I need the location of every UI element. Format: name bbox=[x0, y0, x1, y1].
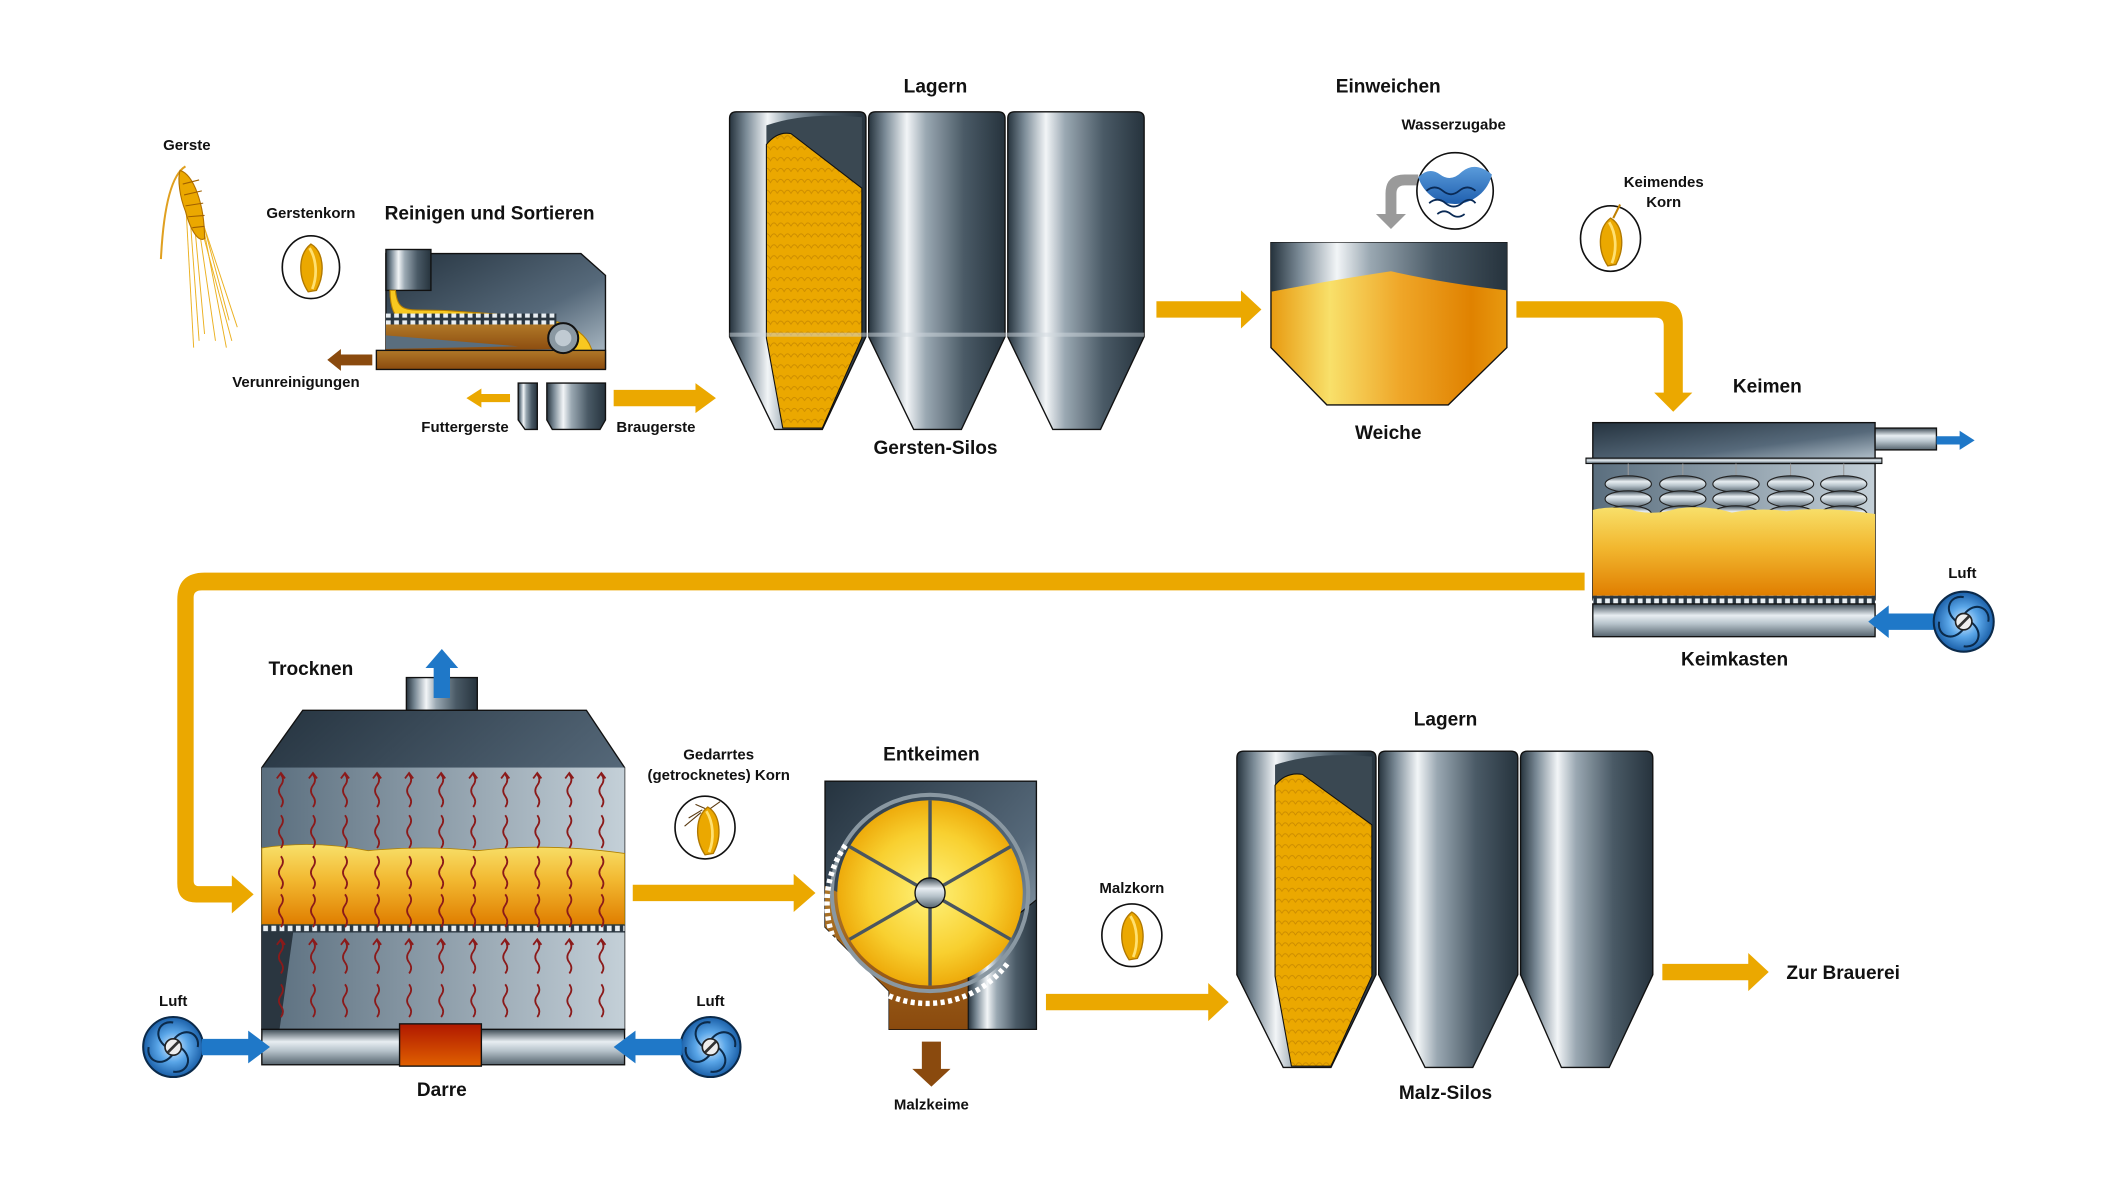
luft-right-label: Luft bbox=[696, 993, 724, 1010]
fan-icon bbox=[141, 1015, 205, 1079]
weiche-label: Weiche bbox=[1355, 423, 1421, 444]
lagern2-label: Lagern bbox=[1414, 709, 1478, 730]
gedarrtes-label-2: (getrocknetes) Korn bbox=[647, 767, 789, 784]
malzkorn-label: Malzkorn bbox=[1099, 880, 1164, 897]
malzkeime-label: Malzkeime bbox=[894, 1097, 969, 1114]
silo-1 bbox=[728, 111, 867, 431]
flow-arrow-to-malt-silos bbox=[1045, 982, 1229, 1022]
burner bbox=[398, 1023, 483, 1067]
silo-2 bbox=[867, 111, 1006, 431]
fan-icon bbox=[1932, 590, 1996, 654]
futtergerste-label: Futtergerste bbox=[421, 419, 508, 436]
kiln: Trocknen Darre Luft Luft bbox=[141, 648, 742, 1101]
germinating-grain-icon bbox=[1599, 216, 1624, 268]
gersten-silos-label: Gersten-Silos bbox=[873, 438, 997, 459]
fan-icon bbox=[679, 1015, 742, 1079]
malt-silos: Lagern Malz-Silos bbox=[1236, 709, 1654, 1104]
germination-box: Keimen Keimkasten Luft bbox=[1585, 377, 1996, 670]
malt-grain-icon bbox=[1120, 910, 1145, 962]
keimen-label: Keimen bbox=[1733, 377, 1802, 398]
braugerste-label: Braugerste bbox=[616, 419, 695, 436]
barley-grain-callout: Gerstenkorn bbox=[266, 205, 355, 300]
air-inflow-arrow-keimen bbox=[1868, 605, 1934, 639]
cleaning-sorting-machine: Reinigen und Sortieren Verunreinigungen … bbox=[232, 203, 716, 436]
flow-arrow-to-degermer bbox=[632, 873, 816, 913]
luft-keimen-label: Luft bbox=[1948, 565, 1976, 582]
verunreinigungen-label: Verunreinigungen bbox=[232, 374, 359, 391]
gerstenkorn-label: Gerstenkorn bbox=[266, 205, 355, 222]
brewing-barley-arrow bbox=[613, 383, 716, 414]
barley-ear-icon bbox=[159, 165, 238, 348]
lagern1-label: Lagern bbox=[904, 77, 968, 98]
trocknen-label: Trocknen bbox=[269, 659, 354, 680]
silo-1 bbox=[1236, 750, 1377, 1069]
feed-barley-arrow bbox=[466, 388, 511, 408]
silo-3 bbox=[1519, 750, 1654, 1069]
malz-silos-label: Malz-Silos bbox=[1399, 1083, 1492, 1104]
barley-silos: Lagern Gersten-Silos bbox=[728, 77, 1145, 459]
barley-stage: Gerste bbox=[159, 137, 238, 348]
silo-2 bbox=[1378, 750, 1519, 1069]
flow-arrow-to-brewery bbox=[1662, 952, 1769, 992]
air-inflow-arrow-right bbox=[613, 1030, 682, 1064]
exhaust-air-arrow bbox=[1936, 430, 1975, 450]
waste-arrow bbox=[327, 349, 373, 371]
dried-grain-icon bbox=[696, 805, 721, 857]
water-icon bbox=[1416, 151, 1495, 230]
dried-grain-callout: Gedarrtes (getrocknetes) Korn bbox=[647, 746, 790, 860]
luft-left-label: Luft bbox=[159, 993, 187, 1010]
darre-label: Darre bbox=[417, 1080, 467, 1101]
wasserzugabe-label: Wasserzugabe bbox=[1402, 117, 1506, 134]
degerming-machine: Entkeimen Malzkeime bbox=[824, 745, 1038, 1114]
einweichen-label: Einweichen bbox=[1336, 77, 1441, 98]
malt-grain-callout: Malzkorn bbox=[1099, 880, 1164, 968]
keimendes-label-2: Korn bbox=[1646, 194, 1681, 211]
keimendes-label-1: Keimendes bbox=[1624, 174, 1704, 191]
entkeimen-label: Entkeimen bbox=[883, 745, 979, 766]
air-inflow-arrow-left bbox=[201, 1030, 271, 1064]
exhaust-air-arrow-kiln bbox=[425, 648, 459, 699]
gedarrtes-label-1: Gedarrtes bbox=[683, 746, 754, 763]
reinigen-label: Reinigen und Sortieren bbox=[385, 203, 595, 224]
germinating-grain-callout: Keimendes Korn bbox=[1579, 174, 1704, 273]
zur-brauerei-label: Zur Brauerei bbox=[1786, 963, 1899, 984]
keimkasten-label: Keimkasten bbox=[1681, 649, 1788, 670]
barley-grain-icon bbox=[299, 242, 324, 294]
gerste-label: Gerste bbox=[163, 137, 210, 154]
water-inflow-arrow bbox=[1375, 174, 1419, 230]
flow-arrow-to-steep bbox=[1156, 290, 1262, 329]
flow-arrow-to-germination bbox=[1516, 301, 1693, 412]
steeping-tank: Einweichen Wasserzugabe Weiche bbox=[1270, 77, 1508, 444]
silo-3 bbox=[1007, 111, 1145, 431]
sprouts-out-arrow bbox=[912, 1041, 951, 1087]
